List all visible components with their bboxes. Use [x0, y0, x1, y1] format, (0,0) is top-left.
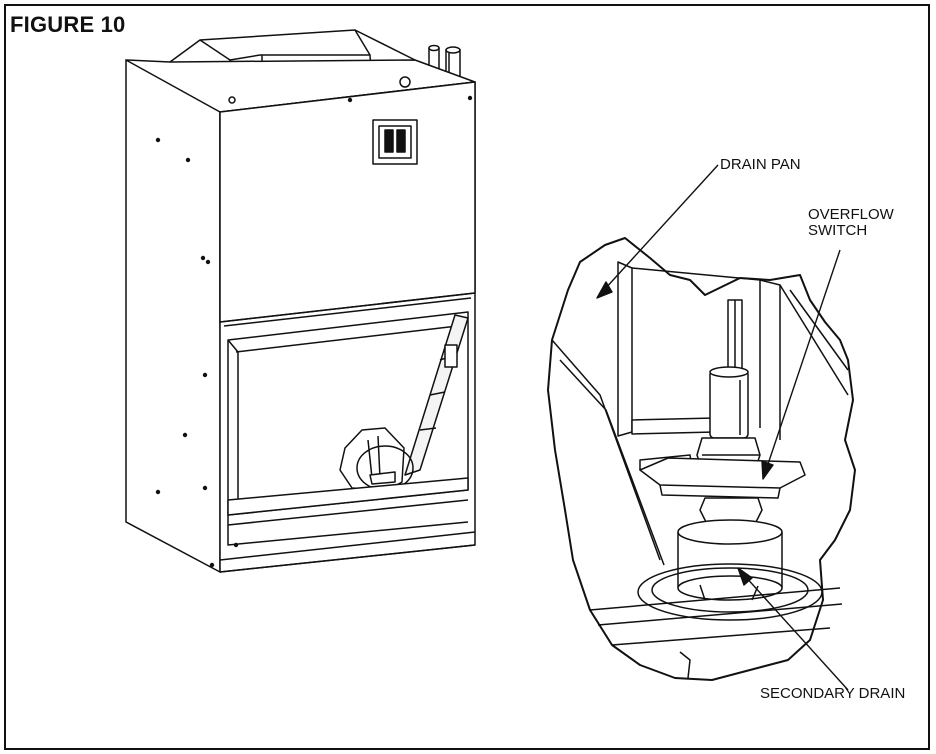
- overflow-switch-label: OVERFLOW SWITCH: [808, 207, 894, 239]
- figure-title: FIGURE 10: [10, 12, 126, 37]
- secondary-drain: [637, 519, 823, 621]
- overflow-switch-label-line1: OVERFLOW: [808, 206, 894, 223]
- air-handler-unit: [125, 29, 476, 573]
- detail-view: [547, 237, 856, 681]
- overflow-switch-label-line2: SWITCH: [808, 222, 868, 239]
- disconnect-switch: [372, 119, 418, 165]
- secondary-drain-label: SECONDARY DRAIN: [760, 685, 906, 702]
- leader-lines: [596, 164, 849, 691]
- drain-pan-label: DRAIN PAN: [720, 156, 801, 173]
